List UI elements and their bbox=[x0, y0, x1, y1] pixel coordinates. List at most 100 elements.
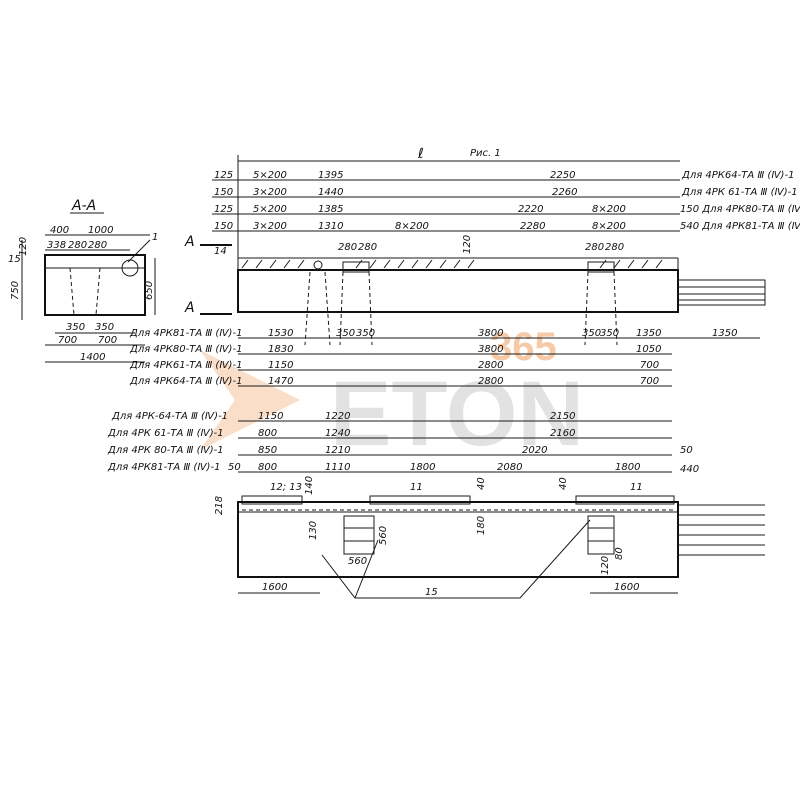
dim-text: 1395 bbox=[318, 170, 343, 181]
top-row: 150 3×200 1310 8×200 2280 8×200 540 Для … bbox=[212, 221, 800, 232]
bar-tag: 12; 13 bbox=[270, 482, 302, 493]
reinforcement-cage bbox=[343, 515, 375, 555]
dim-text: 125 bbox=[214, 170, 233, 181]
leader-line bbox=[354, 539, 379, 599]
bar-tag: 15 bbox=[425, 587, 438, 598]
top-row: 125 5×200 1385 2220 8×200 150 Для 4РК80-… bbox=[212, 204, 800, 215]
dim-text: 350 bbox=[66, 322, 85, 333]
row-label: Для 4РК 61-ТА Ⅲ (Ⅳ)-1 bbox=[107, 428, 224, 439]
dim-text: 440 bbox=[680, 464, 699, 475]
embedded-plate bbox=[587, 261, 615, 273]
bar-tag: 11 bbox=[410, 482, 423, 493]
dim-text: 1385 bbox=[318, 204, 343, 215]
dim-text: 1310 bbox=[318, 221, 343, 232]
dim-text: 1800 bbox=[615, 462, 640, 473]
dim-text: 1240 bbox=[325, 428, 350, 439]
protruding-strands bbox=[678, 279, 766, 306]
dim-text: 350 bbox=[600, 328, 619, 339]
dim-text: 850 bbox=[258, 445, 277, 456]
dim-text: 130 bbox=[308, 521, 319, 540]
row-note: 150 Для 4РК80-ТА Ⅲ (Ⅳ)-1 bbox=[680, 204, 800, 215]
dim-text: 1440 bbox=[318, 187, 343, 198]
dim-text: 8×200 bbox=[592, 221, 626, 232]
row-label: Для 4РК 80-ТА Ⅲ (Ⅳ)-1 bbox=[107, 445, 224, 456]
watermark-logo-icon bbox=[200, 350, 300, 450]
dim-text: 120 bbox=[462, 235, 473, 254]
dim-text: 150 bbox=[214, 187, 233, 198]
leader-line bbox=[321, 519, 591, 599]
lower-row: Для 4РК 80-ТА Ⅲ (Ⅳ)-1 850 1210 2020 bbox=[107, 445, 672, 456]
section-leader-line bbox=[127, 239, 151, 263]
dim-text: 40 bbox=[558, 477, 569, 490]
dim-text: 2800 bbox=[478, 360, 503, 371]
dim-text: 2080 bbox=[497, 462, 522, 473]
section-title: А-А bbox=[71, 198, 96, 214]
dim-text: 8×200 bbox=[592, 204, 626, 215]
cage-ties bbox=[344, 527, 614, 542]
dim-text: 3×200 bbox=[253, 187, 287, 198]
top-row: 125 5×200 1395 2250 Для 4РК64-ТА Ⅲ (Ⅳ)-1 bbox=[212, 170, 794, 181]
row-label: Для 4РК81-ТА Ⅲ (Ⅳ)-1 bbox=[129, 328, 242, 339]
section-dashed-rebar bbox=[69, 267, 101, 316]
row-label: Для 4РК-64-ТА Ⅲ (Ⅳ)-1 bbox=[111, 411, 228, 422]
dim-text: 1600 bbox=[262, 582, 287, 593]
dim-text: 120 bbox=[18, 237, 29, 256]
row-note: Для 4РК 61-ТА Ⅲ (Ⅳ)-1 bbox=[681, 187, 798, 198]
watermark: ETON 365 bbox=[200, 325, 584, 465]
dim-text: 1400 bbox=[80, 352, 105, 363]
dim-text: 280 bbox=[605, 242, 624, 253]
dim-text: 800 bbox=[258, 428, 277, 439]
dim-text: 180 bbox=[476, 516, 487, 535]
dim-text: 140 bbox=[304, 476, 315, 495]
dim-text: 560 bbox=[348, 556, 367, 567]
row-label: Для 4РК80-ТА Ⅲ (Ⅳ)-1 bbox=[129, 344, 242, 355]
strand-lines bbox=[678, 504, 765, 556]
bottom-row: Для 4РК81-ТА Ⅲ (Ⅳ)-1 1530 350 350 3800 3… bbox=[129, 328, 760, 339]
dashed-projection bbox=[304, 271, 618, 346]
dim-text: 350 bbox=[582, 328, 601, 339]
dim-text: 50 bbox=[228, 462, 241, 473]
dim-text: 700 bbox=[640, 376, 659, 387]
dim-text: 1350 bbox=[636, 328, 661, 339]
dim-text: 2250 bbox=[550, 170, 575, 181]
dim-text: 1830 bbox=[268, 344, 293, 355]
dim-text: 280 bbox=[68, 240, 87, 251]
row-note: Для 4РК64-ТА Ⅲ (Ⅳ)-1 bbox=[681, 170, 794, 181]
dim-text: 5×200 bbox=[253, 204, 287, 215]
lower-beam-body bbox=[237, 501, 679, 578]
beam-body bbox=[237, 269, 679, 313]
dim-text: 280 bbox=[358, 242, 377, 253]
dim-text: 1600 bbox=[614, 582, 639, 593]
dim-text: 1150 bbox=[268, 360, 293, 371]
dim-text: 50 bbox=[680, 445, 693, 456]
dim-text: 560 bbox=[378, 526, 389, 545]
section-leader-label: 1 bbox=[152, 232, 158, 243]
embedded-plate bbox=[342, 261, 370, 273]
top-view: ℓ Рис. 1 125 5×200 1395 2250 Для 4РК64-Т… bbox=[129, 146, 800, 387]
section-mark-top: А bbox=[184, 234, 195, 250]
dim-text: 350 bbox=[356, 328, 375, 339]
dim-text: 2160 bbox=[550, 428, 575, 439]
dim-text: 5×200 bbox=[253, 170, 287, 181]
dim-text: 2800 bbox=[478, 376, 503, 387]
dim-text: 150 bbox=[214, 221, 233, 232]
dim-text: 1050 bbox=[636, 344, 661, 355]
bottom-row: Для 4РК80-ТА Ⅲ (Ⅳ)-1 1830 3800 1050 bbox=[129, 344, 672, 355]
dim-text: 1220 bbox=[325, 411, 350, 422]
bottom-row: Для 4РК61-ТА Ⅲ (Ⅳ)-1 1150 2800 700 bbox=[129, 360, 672, 371]
dim-text: 8×200 bbox=[395, 221, 429, 232]
dim-text: 1110 bbox=[325, 462, 350, 473]
section-a-a: А-А 1 400 1000 338 280 280 15 120 750 65… bbox=[8, 198, 158, 363]
reinforcement-bar bbox=[369, 495, 471, 505]
dim-text: 700 bbox=[98, 335, 117, 346]
length-symbol: ℓ bbox=[417, 146, 424, 162]
dim-text: 280 bbox=[585, 242, 604, 253]
bar-tag: 11 bbox=[630, 482, 643, 493]
reinforcement-bar bbox=[241, 495, 303, 505]
section-mark-bottom: А bbox=[184, 300, 195, 316]
dim-text: 15 bbox=[8, 254, 21, 265]
dim-text: 800 bbox=[258, 462, 277, 473]
section-outline bbox=[44, 254, 146, 316]
dim-text: 40 bbox=[476, 477, 487, 490]
